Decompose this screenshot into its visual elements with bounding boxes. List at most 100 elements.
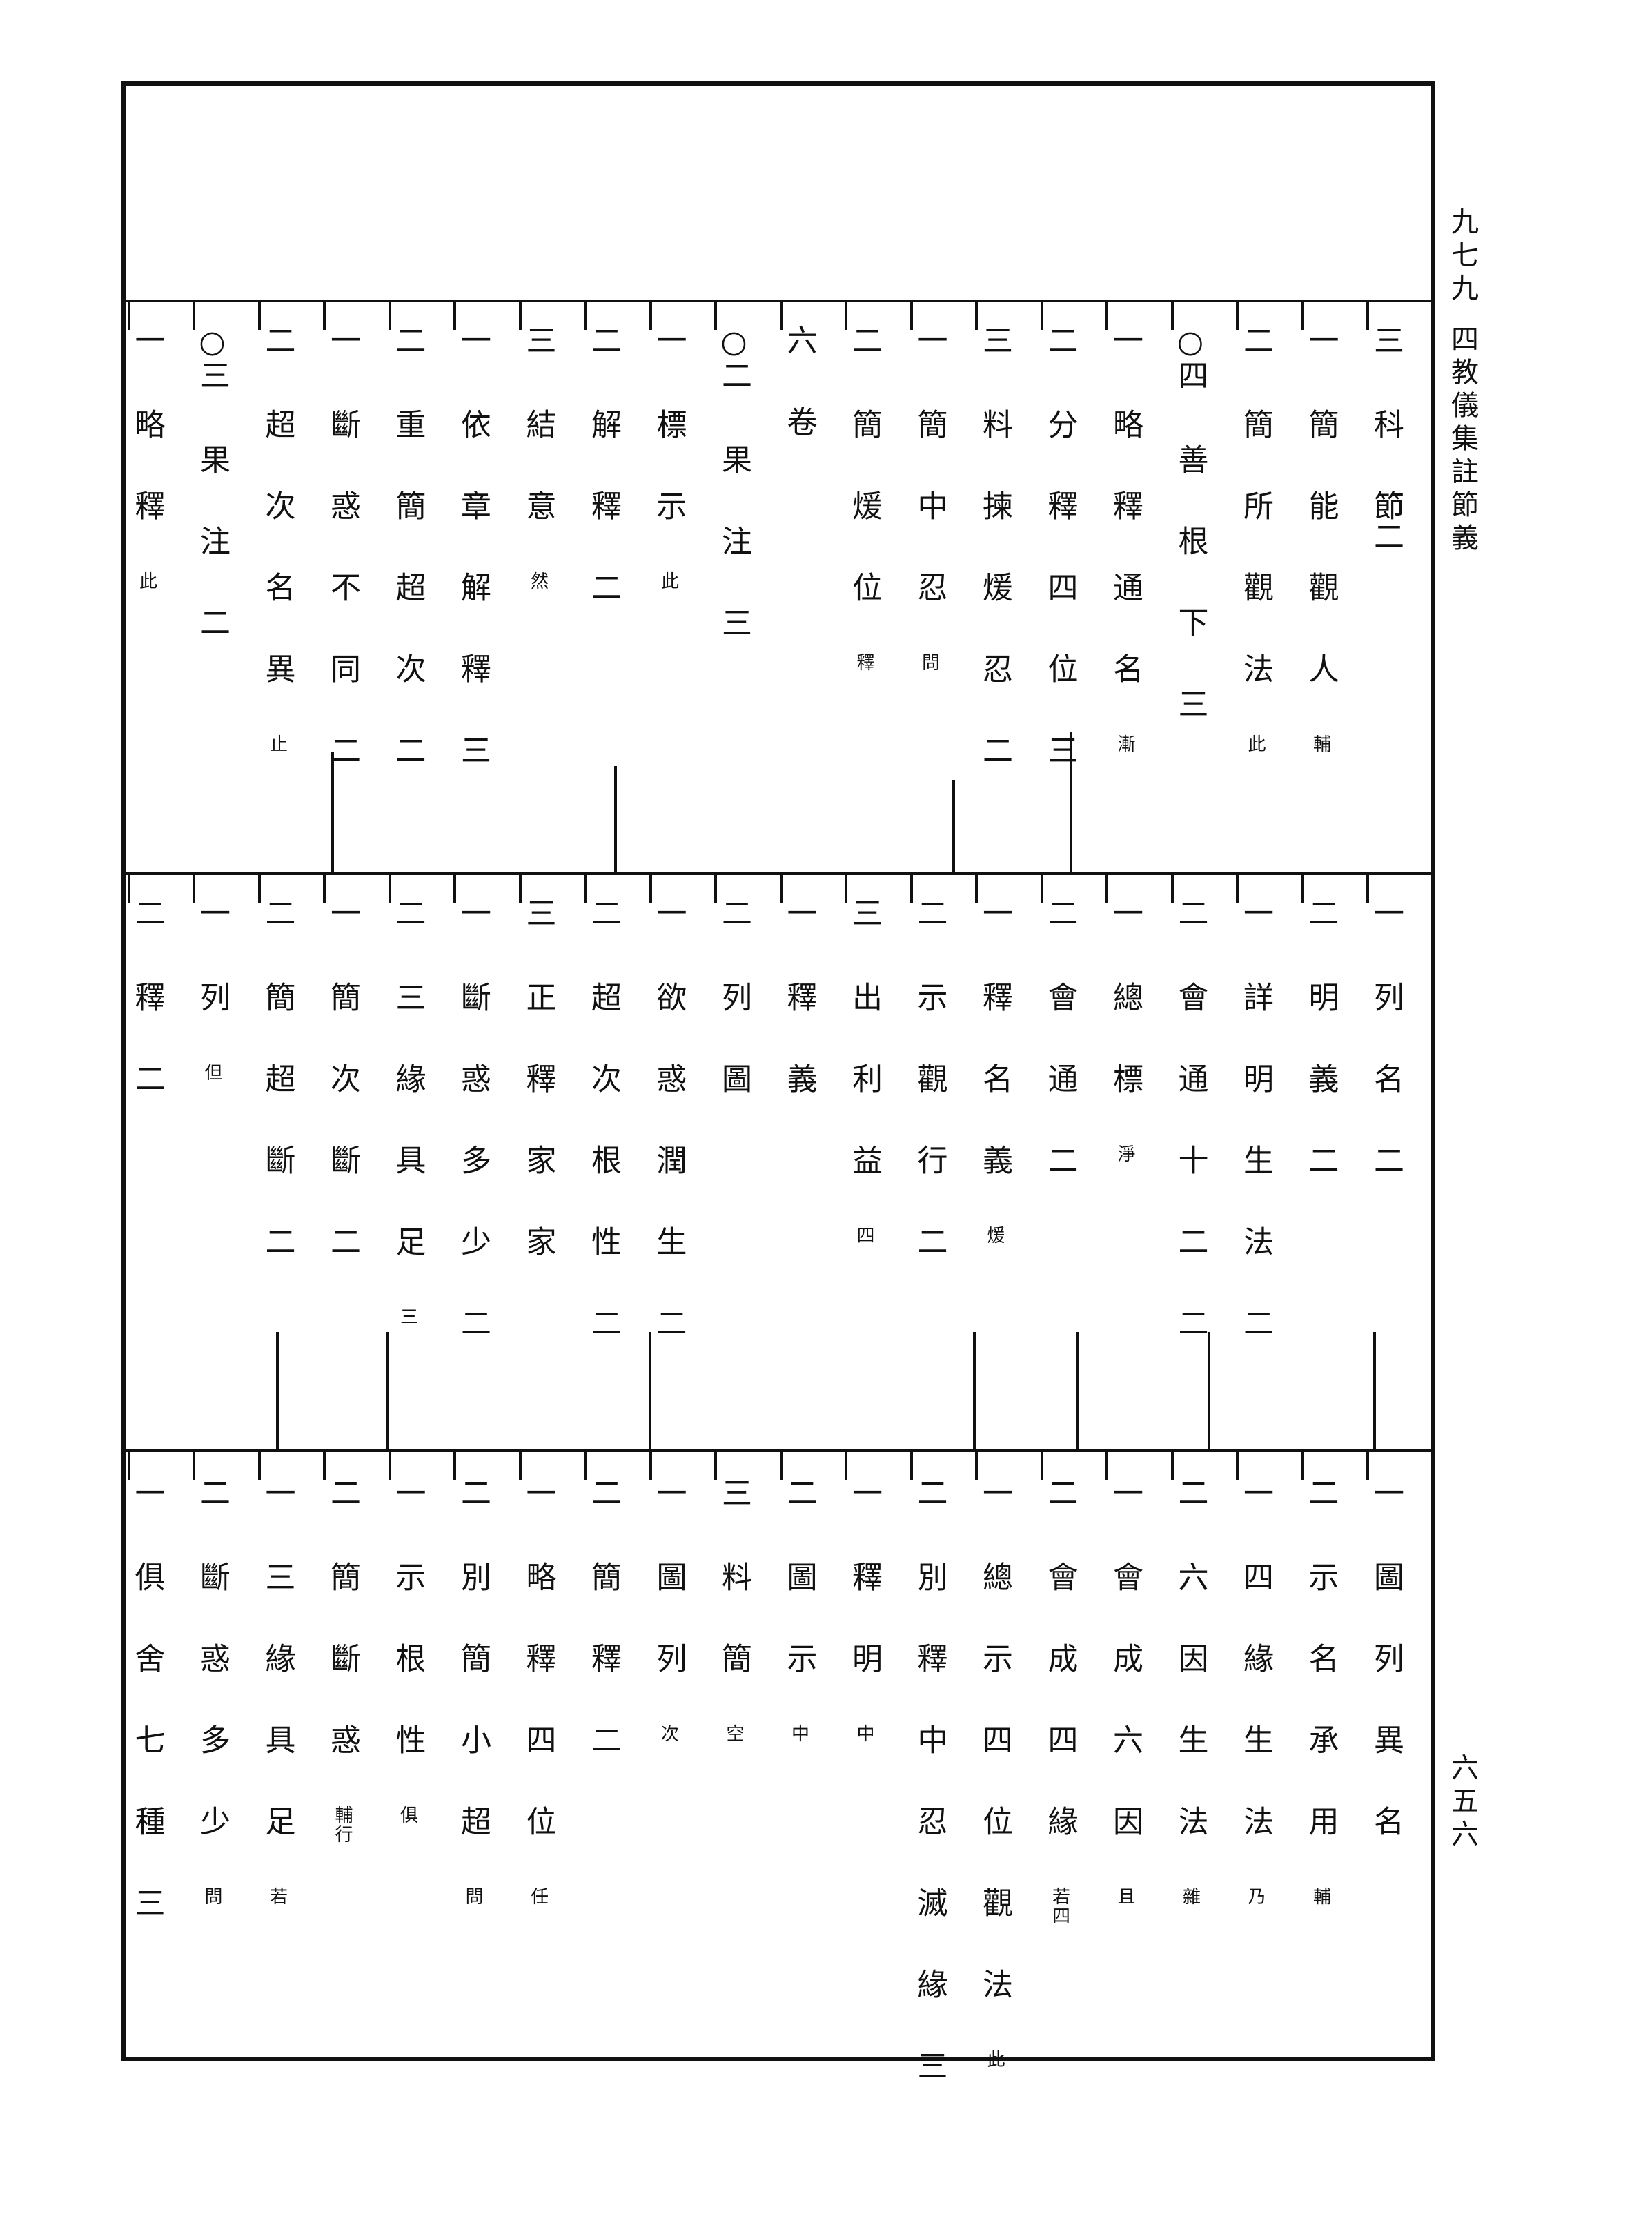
connector-vertical xyxy=(1105,302,1108,330)
entry-number: 一 xyxy=(1238,897,1273,928)
connector-vertical xyxy=(714,875,717,903)
book-title: 四教儀集註節義 xyxy=(1446,324,1478,556)
entry-number: 三 xyxy=(1368,324,1404,355)
outline-entry: 三科節二 xyxy=(1368,324,1404,551)
entry-close-number: 二 xyxy=(586,1724,621,1754)
outline-entry: 一釋名義煖 xyxy=(977,897,1012,1245)
outline-entry: 一總標淨 xyxy=(1108,897,1143,1164)
outline-entry: 一釋義 xyxy=(781,897,817,1144)
outline-entry: 二超次根性二 xyxy=(586,897,621,1338)
outline-entry: 二六因生法雜 xyxy=(1172,1477,1208,1906)
entry-number: 二 xyxy=(1172,1477,1208,1507)
entry-text: 示名承用 xyxy=(1303,1561,1339,1887)
entry-number: 二 xyxy=(912,1477,947,1507)
outline-entry: 二會成四緣若四 xyxy=(1042,1477,1078,1926)
entry-number: 二 xyxy=(716,897,751,928)
entry-note: 問 xyxy=(918,653,940,672)
connector-vertical xyxy=(193,875,195,903)
connector-vertical xyxy=(331,752,334,872)
entry-number: 一 xyxy=(1303,324,1339,355)
connector-vertical xyxy=(193,1452,195,1480)
entry-note: 此 xyxy=(1245,734,1266,754)
outline-entry: 一四緣生法乃 xyxy=(1238,1477,1273,1906)
entry-text: 示根性 xyxy=(390,1561,426,1805)
outline-entry: 二簡煖位釋 xyxy=(847,324,882,672)
connector-vertical xyxy=(518,875,522,903)
entry-text: 三緣具足 xyxy=(259,1561,295,1887)
entry-text: 簡超斷 xyxy=(259,981,295,1226)
entry-note: 問 xyxy=(462,1887,483,1906)
connector-vertical xyxy=(909,875,913,903)
connector-vertical xyxy=(1105,1452,1108,1480)
entry-text: 略釋四位 xyxy=(520,1561,556,1887)
outline-entry: 一示根性俱 xyxy=(390,1477,426,1825)
outline-entry: 一簡中忍問 xyxy=(912,324,947,672)
outline-entry: ○二果注三 xyxy=(716,324,751,637)
entry-note: 輔行 xyxy=(332,1805,353,1844)
outline-entry: ○三果注二 xyxy=(195,324,230,637)
entry-number: 二 xyxy=(1042,324,1078,355)
entry-number: 一 xyxy=(847,1477,882,1507)
entry-number: 三 xyxy=(977,324,1012,355)
entry-number: ○三 xyxy=(195,324,230,390)
entry-number: 二 xyxy=(129,897,165,928)
entry-number: ○四 xyxy=(1172,324,1208,390)
entry-number: 一 xyxy=(651,1477,687,1507)
entry-number: 一 xyxy=(781,897,817,928)
entry-text: 簡煖位 xyxy=(847,409,882,653)
page-frame xyxy=(121,81,1435,2061)
entry-note: 若 xyxy=(266,1887,288,1906)
entry-note: 止 xyxy=(266,734,288,754)
outline-entry: 六卷 xyxy=(782,324,817,487)
entry-text: 簡所觀法 xyxy=(1238,409,1273,734)
entry-close-number: 二 xyxy=(1238,1307,1273,1338)
entry-text: 總示四位觀法 xyxy=(977,1561,1012,2050)
entry-text: 釋名義 xyxy=(977,981,1012,1226)
outline-entry: 三料簡空 xyxy=(716,1477,751,1743)
entry-text: 總標 xyxy=(1108,981,1143,1144)
entry-number: 一 xyxy=(1368,897,1404,928)
entry-number: 一 xyxy=(977,1477,1012,1507)
entry-note: 中 xyxy=(788,1724,809,1743)
entry-text: 科 xyxy=(1368,409,1404,490)
connector-vertical xyxy=(649,1332,651,1449)
outline-entry: 一詳明生法二 xyxy=(1238,897,1273,1338)
connector-vertical xyxy=(257,875,261,903)
entry-note: 此 xyxy=(136,571,157,591)
outline-entry: 二簡超斷二 xyxy=(259,897,295,1256)
entry-number: 一 xyxy=(195,897,230,928)
entry-text: 六因生法 xyxy=(1172,1561,1208,1887)
entry-close-number: 三 xyxy=(129,1887,165,1917)
entry-text: 示觀行 xyxy=(912,981,947,1226)
entry-number: 二 xyxy=(1303,897,1339,928)
connector-vertical xyxy=(388,875,391,903)
connector-vertical xyxy=(1105,875,1108,903)
outline-entry: 三出利益四 xyxy=(847,897,882,1245)
connector-vertical xyxy=(714,302,717,330)
entry-note: 輔 xyxy=(1310,734,1331,754)
entry-note: 任 xyxy=(527,1887,549,1906)
connector-vertical xyxy=(909,302,913,330)
connector-vertical xyxy=(1040,302,1043,330)
outline-entry: 二示觀行二 xyxy=(912,897,947,1256)
entry-text: 果注 xyxy=(716,444,751,607)
entry-text: 解釋 xyxy=(586,409,621,571)
entry-number: 一 xyxy=(520,1477,556,1507)
connector-vertical xyxy=(975,1452,978,1480)
entry-close-number: 三 xyxy=(1172,688,1208,718)
outline-entry: 一釋明中 xyxy=(847,1477,882,1743)
entry-note: 此 xyxy=(984,2050,1005,2069)
entry-text: 料揀煖忍 xyxy=(977,409,1012,734)
connector-vertical xyxy=(1040,875,1043,903)
entry-text: 結意 xyxy=(520,409,556,571)
connector-vertical xyxy=(779,1452,783,1480)
entry-close-number: 二 xyxy=(325,734,360,765)
connector-vertical xyxy=(127,875,130,903)
entry-number: 二 xyxy=(390,897,426,928)
entry-text: 會成四緣 xyxy=(1042,1561,1078,1887)
entry-note: 且 xyxy=(1114,1887,1135,1906)
entry-note: 此 xyxy=(658,571,679,591)
entry-note: 乃 xyxy=(1245,1887,1266,1906)
outline-entry: 一三緣具足若 xyxy=(259,1477,295,1906)
entry-note: 雜 xyxy=(1179,1887,1201,1906)
